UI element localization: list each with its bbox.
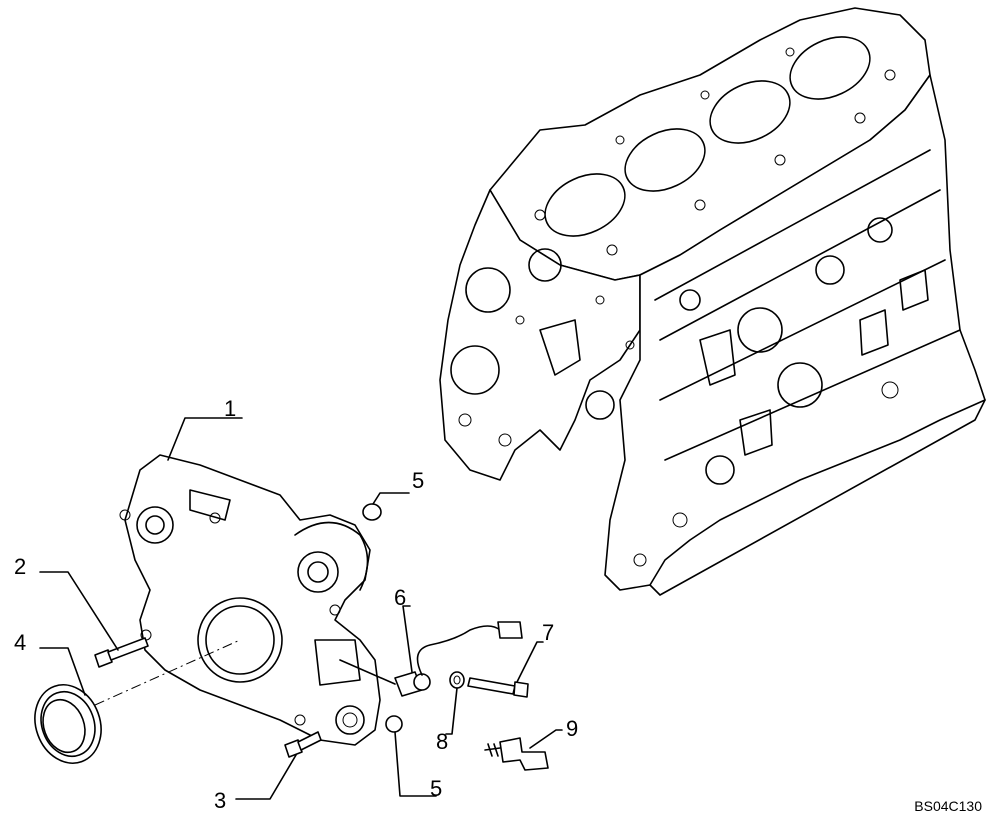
engine-block bbox=[439, 7, 986, 596]
callout-9: 9 bbox=[566, 716, 579, 741]
bolt-item-2 bbox=[94, 637, 149, 668]
callout-6: 6 bbox=[394, 585, 407, 610]
callout-1: 1 bbox=[224, 396, 237, 421]
bolt-item-3 bbox=[284, 731, 322, 758]
crankshaft-seal bbox=[34, 684, 102, 764]
reference-code: BS04C130 bbox=[914, 798, 982, 814]
shaft-centerline bbox=[94, 639, 241, 706]
washer-item-8 bbox=[449, 671, 465, 689]
callout-5-lower: 5 bbox=[430, 776, 443, 801]
sensor-item-6 bbox=[339, 621, 523, 697]
callout-5-upper: 5 bbox=[412, 468, 425, 493]
leader-lines bbox=[39, 417, 563, 800]
bolt-item-7 bbox=[467, 677, 529, 698]
callout-2: 2 bbox=[14, 554, 27, 579]
plug-upper bbox=[362, 503, 382, 521]
plug-lower bbox=[385, 715, 403, 733]
callout-4: 4 bbox=[14, 630, 27, 655]
callout-7: 7 bbox=[542, 620, 555, 645]
bracket-item-9 bbox=[484, 737, 549, 771]
callout-3: 3 bbox=[214, 788, 227, 813]
timing-cover bbox=[119, 454, 381, 746]
callout-8: 8 bbox=[436, 729, 449, 754]
